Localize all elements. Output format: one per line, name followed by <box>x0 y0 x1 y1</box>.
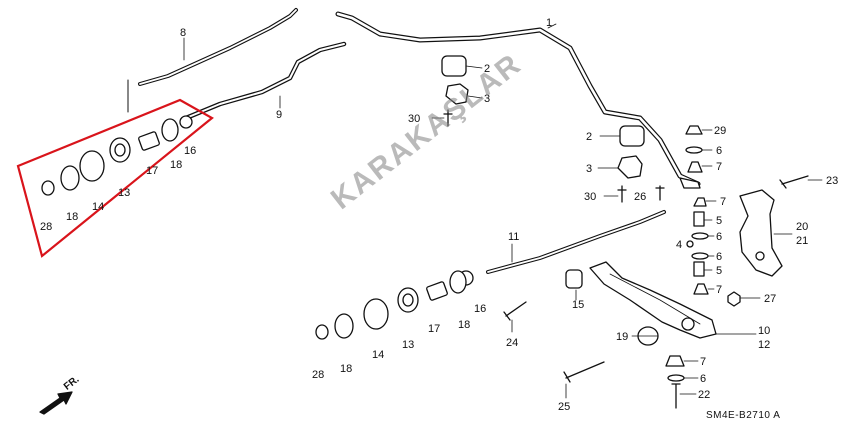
callout-4: 4 <box>676 239 682 251</box>
washer-18b <box>60 165 80 191</box>
callout-19: 19 <box>616 331 628 343</box>
callout-13a: 13 <box>118 187 130 199</box>
callout-10: 10 <box>758 325 770 337</box>
bolt-26 <box>655 185 665 201</box>
callout-5a: 5 <box>716 215 722 227</box>
washer-6d <box>667 374 685 382</box>
callout-16a: 16 <box>184 145 196 157</box>
callout-20: 20 <box>796 221 808 233</box>
washer-16a <box>179 115 193 129</box>
callout-30a: 30 <box>408 113 420 125</box>
washer-6c <box>691 252 709 260</box>
highlight-box <box>16 98 214 258</box>
nut-4 <box>686 240 694 248</box>
callout-1: 1 <box>546 17 552 29</box>
nut-28b <box>315 324 329 340</box>
callout-7a: 7 <box>716 161 722 173</box>
callout-16b: 16 <box>474 303 486 315</box>
collar-17b <box>426 281 448 301</box>
cushion-7a <box>687 161 703 173</box>
collar-5a <box>693 211 705 227</box>
callout-18a: 18 <box>170 159 182 171</box>
bolt-25 <box>563 361 605 383</box>
cushion-7b <box>693 197 707 207</box>
callout-17a: 17 <box>146 165 158 177</box>
callout-17b: 17 <box>428 323 440 335</box>
callout-2b: 2 <box>586 131 592 143</box>
callout-14b: 14 <box>372 349 384 361</box>
callout-6c: 6 <box>716 251 722 263</box>
callout-18c: 18 <box>458 319 470 331</box>
callout-7b: 7 <box>720 196 726 208</box>
bolt-30-a <box>443 109 453 127</box>
diagram-code: SM4E-B2710 A <box>706 410 781 421</box>
callout-11: 11 <box>508 231 519 243</box>
callout-7c: 7 <box>716 284 722 296</box>
callout-3a: 3 <box>484 93 490 105</box>
bushing-2-upper <box>441 55 467 77</box>
nut-29 <box>685 125 703 135</box>
callout-18d: 18 <box>340 363 352 375</box>
nut-28a <box>41 180 55 196</box>
callout-28b: 28 <box>312 369 324 381</box>
callout-30b: 30 <box>584 191 596 203</box>
callout-5b: 5 <box>716 265 722 277</box>
callout-25: 25 <box>558 401 570 413</box>
front-arrow <box>39 391 73 415</box>
cushion-7d <box>665 355 685 367</box>
callout-14a: 14 <box>92 201 104 213</box>
callout-28a: 28 <box>40 221 52 233</box>
callout-26: 26 <box>634 191 646 203</box>
callout-15: 15 <box>572 299 584 311</box>
knuckle-20 <box>739 189 783 277</box>
bolt-23 <box>779 175 809 189</box>
nut-27 <box>727 291 741 307</box>
bushing-13b <box>397 287 419 313</box>
bushing-13a <box>109 137 131 163</box>
rod-8 <box>138 8 298 86</box>
callout-6d: 6 <box>700 373 706 385</box>
washer-6a <box>685 146 703 154</box>
washer-6b <box>691 232 709 240</box>
bolt-30-b <box>617 185 627 203</box>
callout-6b: 6 <box>716 231 722 243</box>
callout-9: 9 <box>276 109 282 121</box>
callout-23: 23 <box>826 175 838 187</box>
callout-8: 8 <box>180 27 186 39</box>
washer-18d <box>334 313 354 339</box>
callout-21: 21 <box>796 235 808 247</box>
callout-3b: 3 <box>586 163 592 175</box>
collar-5b <box>693 261 705 277</box>
bolt-24 <box>503 301 527 321</box>
bushing-14b <box>363 298 389 330</box>
washer-18c <box>449 270 467 294</box>
bolt-22 <box>671 383 681 409</box>
callout-29: 29 <box>714 125 726 137</box>
callout-2a: 2 <box>484 63 490 75</box>
callout-22: 22 <box>698 389 710 401</box>
bushing-14a <box>79 150 105 182</box>
callout-18b: 18 <box>66 211 78 223</box>
callout-12: 12 <box>758 339 770 351</box>
washer-18a <box>161 118 179 142</box>
callout-13b: 13 <box>402 339 414 351</box>
bushing-15 <box>565 269 583 289</box>
callout-27: 27 <box>764 293 776 305</box>
bracket-3-upper <box>445 83 469 105</box>
callout-24: 24 <box>506 337 518 349</box>
callout-7d: 7 <box>700 356 706 368</box>
bushing-2-lower <box>619 125 645 147</box>
callout-6a: 6 <box>716 145 722 157</box>
cushion-7c <box>693 283 709 295</box>
bracket-3-lower <box>617 155 643 179</box>
collar-17a <box>138 131 160 151</box>
